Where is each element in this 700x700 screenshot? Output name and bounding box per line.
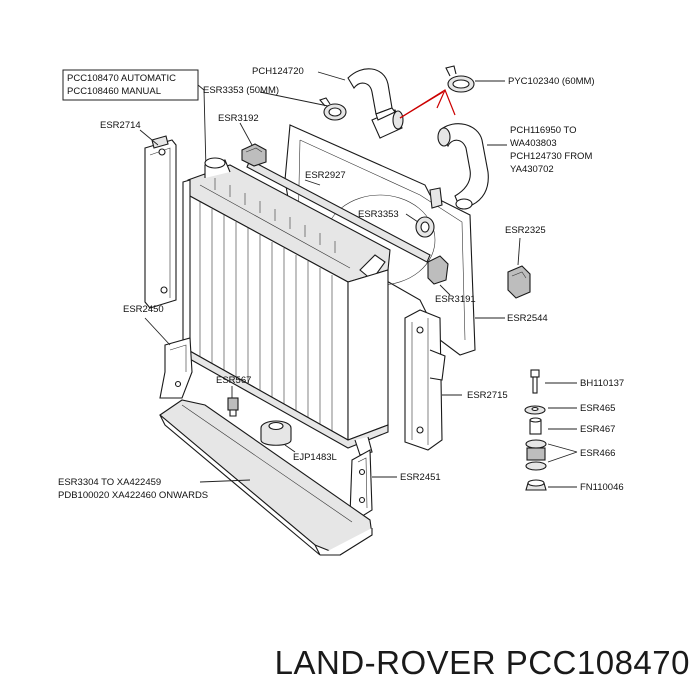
label-esr3192: ESR3192 bbox=[218, 113, 259, 124]
label-ejp1483l: EJP1483L bbox=[293, 452, 337, 463]
label-esr3304-2: PDB100020 XA422460 ONWARDS bbox=[58, 490, 208, 501]
bolt-esr567 bbox=[227, 397, 239, 417]
leader-lines bbox=[139, 71, 578, 488]
hose-clamp-60mm bbox=[445, 65, 475, 93]
left-lower-bracket bbox=[159, 337, 193, 399]
label-esr567: ESR567 bbox=[216, 375, 251, 386]
label-pch116950-4: YA430702 bbox=[510, 164, 554, 175]
label-esr2450: ESR2450 bbox=[123, 304, 164, 315]
washer-esr465 bbox=[524, 405, 546, 415]
label-bh110137: BH110137 bbox=[580, 378, 624, 389]
label-esr466: ESR466 bbox=[580, 448, 615, 459]
undertray bbox=[159, 399, 373, 556]
label-pch116950-1: PCH116950 TO bbox=[510, 125, 577, 136]
seal-strip bbox=[246, 159, 431, 263]
label-esr3304-1: ESR3304 TO XA422459 bbox=[58, 477, 161, 488]
hose-clamp-50mm bbox=[319, 97, 347, 121]
label-pch124720: PCH124720 bbox=[252, 66, 304, 77]
top-hose bbox=[347, 68, 404, 139]
clip-esr3191 bbox=[427, 255, 449, 285]
indicator-lines bbox=[399, 89, 456, 119]
box-label-automatic: PCC108470 AUTOMATIC bbox=[67, 73, 176, 84]
label-pch116950-3: PCH124730 FROM bbox=[510, 151, 592, 162]
box-label-manual: PCC108460 MANUAL bbox=[67, 86, 161, 97]
nut-fn110046 bbox=[525, 479, 547, 491]
clip-esr3192 bbox=[241, 143, 267, 167]
label-fn110046: FN110046 bbox=[580, 482, 624, 493]
label-esr2714: ESR2714 bbox=[100, 120, 141, 131]
bolt-bh110137 bbox=[530, 369, 540, 394]
label-esr3191: ESR3191 bbox=[435, 294, 476, 305]
left-side-bracket bbox=[144, 135, 177, 309]
bottom-hose bbox=[437, 123, 489, 210]
label-esr2325: ESR2325 bbox=[505, 225, 546, 236]
mount-esr466 bbox=[525, 439, 547, 471]
footer-title: LAND-ROVER PCC108470 bbox=[275, 644, 690, 681]
grommet-ejp1483l bbox=[260, 420, 292, 446]
label-esr2715: ESR2715 bbox=[467, 390, 508, 401]
radiator bbox=[182, 157, 391, 456]
right-side-bracket bbox=[404, 309, 446, 451]
clip-esr2325 bbox=[507, 265, 531, 299]
label-esr2451: ESR2451 bbox=[400, 472, 441, 483]
label-esr2544: ESR2544 bbox=[507, 313, 548, 324]
part-number-box: PCC108470 AUTOMATIC PCC108460 MANUAL bbox=[62, 69, 207, 171]
label-pyc102340: PYC102340 (60MM) bbox=[508, 76, 595, 87]
label-esr465: ESR465 bbox=[580, 403, 615, 414]
label-pch116950-2: WA403803 bbox=[510, 138, 557, 149]
label-esr3353-50mm: ESR3353 (50MM) bbox=[203, 85, 279, 96]
label-esr3353-mid: ESR3353 bbox=[358, 209, 399, 220]
label-esr2927: ESR2927 bbox=[305, 170, 346, 181]
hose-clamp-mid bbox=[415, 216, 435, 238]
label-esr467: ESR467 bbox=[580, 424, 615, 435]
spacer-esr467 bbox=[529, 417, 542, 435]
